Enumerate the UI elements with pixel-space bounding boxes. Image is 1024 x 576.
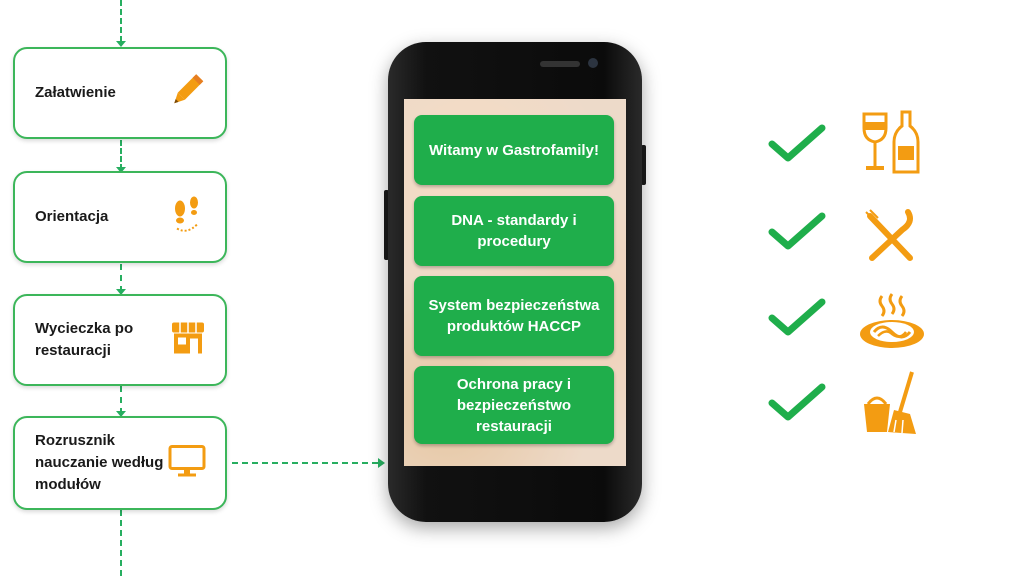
- flow-arrow: [116, 41, 126, 47]
- menu-button-label: DNA - standardy i procedury: [451, 212, 577, 250]
- flow-line: [120, 264, 122, 292]
- pasta-plate-icon: [858, 292, 926, 357]
- phone-screen: Witamy w Gastrofamily! DNA - standardy i…: [404, 99, 626, 466]
- step-box-1: Załatwienie: [13, 47, 227, 139]
- fork-knife-icon: [862, 208, 918, 269]
- menu-button-label: Witamy w Gastrofamily!: [429, 141, 599, 159]
- storefront-icon: [169, 319, 207, 362]
- flow-arrow: [116, 289, 126, 295]
- menu-button-dna[interactable]: DNA - standardy i procedury: [414, 196, 614, 266]
- phone-side-button: [384, 190, 389, 260]
- step-label: Załatwienie: [35, 84, 116, 101]
- menu-button-haccp[interactable]: System bezpieczeństwa produktów HACCP: [414, 276, 614, 356]
- connector-line: [232, 462, 378, 464]
- menu-button-label: System bezpieczeństwa produktów HACCP: [428, 297, 600, 335]
- check-icon: [768, 298, 828, 343]
- step-label: Orientacja: [35, 208, 109, 225]
- wine-glass-bottle-icon: [860, 110, 920, 181]
- menu-button-safety[interactable]: Ochrona pracy i bezpieczeństwo restaurac…: [414, 366, 614, 444]
- phone-side-button: [641, 145, 646, 185]
- menu-button-label: Ochrona pracy i bezpieczeństwo restaurac…: [456, 375, 572, 435]
- bucket-broom-icon: [860, 370, 924, 441]
- flow-line: [120, 140, 122, 170]
- step-label: Wycieczka po restauracji: [35, 320, 134, 359]
- step-box-4: Rozrusznik nauczanie według modułów: [13, 416, 227, 510]
- menu-button-welcome[interactable]: Witamy w Gastrofamily!: [414, 115, 614, 185]
- flow-arrow: [116, 167, 126, 173]
- check-icon: [768, 124, 828, 169]
- pencil-icon: [167, 71, 207, 116]
- flow-line-top: [120, 0, 122, 42]
- monitor-icon: [167, 441, 207, 486]
- check-icon: [768, 383, 828, 428]
- phone-camera: [588, 58, 598, 68]
- flow-arrow: [116, 411, 126, 417]
- step-box-3: Wycieczka po restauracji: [13, 294, 227, 386]
- connector-arrow: [378, 458, 385, 468]
- phone-speaker: [540, 61, 580, 67]
- check-icon: [768, 212, 828, 257]
- step-label: Rozrusznik nauczanie według modułów: [35, 432, 164, 493]
- footprints-icon: [167, 195, 207, 240]
- flow-line: [120, 386, 122, 414]
- step-box-2: Orientacja: [13, 171, 227, 263]
- flow-line-bottom: [120, 510, 122, 576]
